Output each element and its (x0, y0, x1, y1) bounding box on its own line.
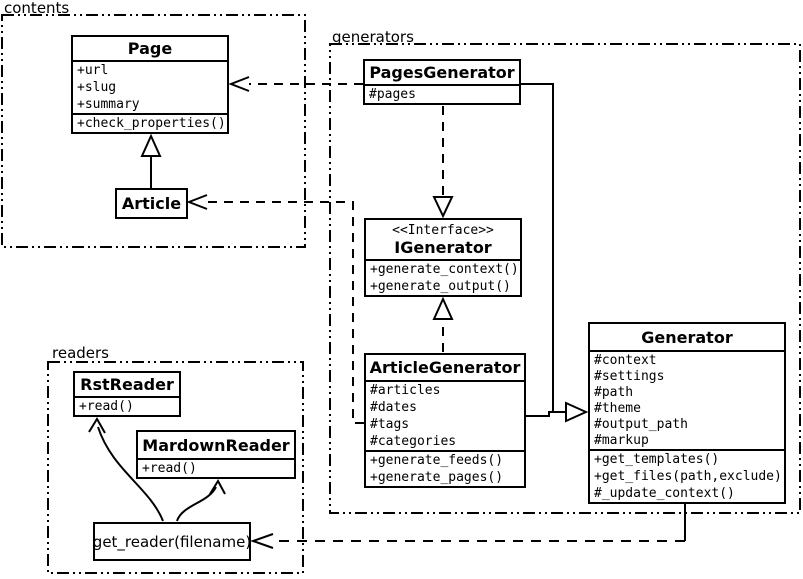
method: +generate_context() (370, 262, 519, 277)
method: +get_templates() (594, 452, 720, 467)
interface-igenerator-title: IGenerator (394, 237, 492, 257)
generators-package-label: generators (332, 28, 414, 46)
class-pagesgenerator-title: PagesGenerator (369, 63, 515, 82)
method: #_update_context() (594, 486, 735, 501)
inheritance-pagesgenerator-generator-line (521, 83, 565, 413)
class-generator: Generator #context #settings #path #them… (588, 322, 786, 504)
attribute: #markup (594, 433, 649, 448)
contents-package-border (1, 14, 306, 248)
attribute: +summary (77, 97, 140, 112)
function-get-reader: get_reader(filename) (93, 522, 251, 561)
method: +read() (142, 461, 197, 476)
readers-package-label: readers (52, 344, 109, 362)
class-page-title: Page (127, 39, 173, 58)
attribute: #theme (594, 401, 641, 416)
class-rstreader-methods: +read() (75, 396, 179, 415)
method: +generate_output() (370, 279, 511, 294)
class-rstreader-title: RstReader (80, 375, 174, 394)
method: +check_properties() (77, 116, 226, 131)
inheritance-articlegenerator-generator-line (526, 411, 565, 417)
class-pagesgenerator-attributes: #pages (365, 84, 519, 103)
method: +generate_feeds() (370, 453, 504, 468)
interface-igenerator-methods: +generate_context() +generate_output() (366, 259, 520, 295)
attribute: #pages (369, 87, 416, 102)
method: +generate_pages() (370, 470, 504, 485)
readers-package-border (47, 361, 304, 574)
realization-articlegenerator-igenerator-triangle (432, 296, 454, 320)
realization-pagesgenerator-igenerator-triangle (432, 196, 454, 219)
call-getreader-mardownreader-arrowhead (209, 478, 226, 495)
attribute: +slug (77, 80, 117, 95)
class-article: Article (115, 188, 188, 219)
generators-package-border (329, 43, 801, 514)
dependency-articlegenerator-article-line (207, 201, 364, 424)
dependency-articlegenerator-article-arrowhead (186, 194, 208, 210)
attribute: #context (594, 353, 657, 368)
dependency-generator-getreader-arrowhead (249, 533, 274, 549)
class-articlegenerator-methods: +generate_feeds() +generate_pages() (366, 450, 524, 486)
attribute: #articles (370, 383, 441, 398)
call-getreader-rstreader-arrowhead (88, 417, 106, 434)
contents-package-label: contents (4, 0, 70, 17)
function-get-reader-label: get_reader(filename) (92, 532, 252, 551)
class-article-title: Article (121, 194, 182, 213)
dependency-pagesgenerator-page-arrowhead (228, 76, 250, 92)
method: +read() (79, 399, 134, 414)
interface-igenerator-header: <<Interface>> IGenerator (366, 220, 520, 259)
inheritance-article-page-triangle (140, 133, 162, 157)
class-articlegenerator-attributes: #articles #dates #tags #categories (366, 380, 524, 450)
class-mardownreader-methods: +read() (138, 458, 294, 477)
call-getreader-rstreader-curve (97, 426, 164, 522)
method: +get_files(path,exclude) (594, 469, 782, 484)
attribute: #dates (370, 400, 417, 415)
interface-igenerator: <<Interface>> IGenerator +generate_conte… (364, 218, 522, 297)
class-mardownreader: MardownReader +read() (136, 430, 296, 479)
class-pagesgenerator: PagesGenerator #pages (363, 59, 521, 105)
class-rstreader: RstReader +read() (73, 371, 181, 417)
attribute: #settings (594, 369, 665, 384)
interface-stereotype: <<Interface>> (392, 222, 494, 238)
attribute: #path (594, 385, 634, 400)
class-mardownreader-title: MardownReader (142, 435, 290, 455)
call-getreader-mardownreader-curve (176, 486, 217, 522)
class-page-methods: +check_properties() (73, 113, 227, 132)
inheritance-generator-triangle (565, 401, 589, 423)
class-page-attributes: +url +slug +summary (73, 60, 227, 113)
attribute: #categories (370, 434, 457, 449)
attribute: +url (77, 63, 109, 78)
class-generator-title: Generator (641, 327, 733, 347)
attribute: #output_path (594, 417, 688, 432)
class-generator-methods: +get_templates() +get_files(path,exclude… (590, 449, 784, 502)
class-generator-attributes: #context #settings #path #theme #output_… (590, 350, 784, 449)
class-articlegenerator-title: ArticleGenerator (369, 358, 521, 377)
attribute: #tags (370, 417, 410, 432)
class-page: Page +url +slug +summary +check_properti… (71, 35, 229, 134)
class-articlegenerator: ArticleGenerator #articles #dates #tags … (364, 353, 526, 488)
